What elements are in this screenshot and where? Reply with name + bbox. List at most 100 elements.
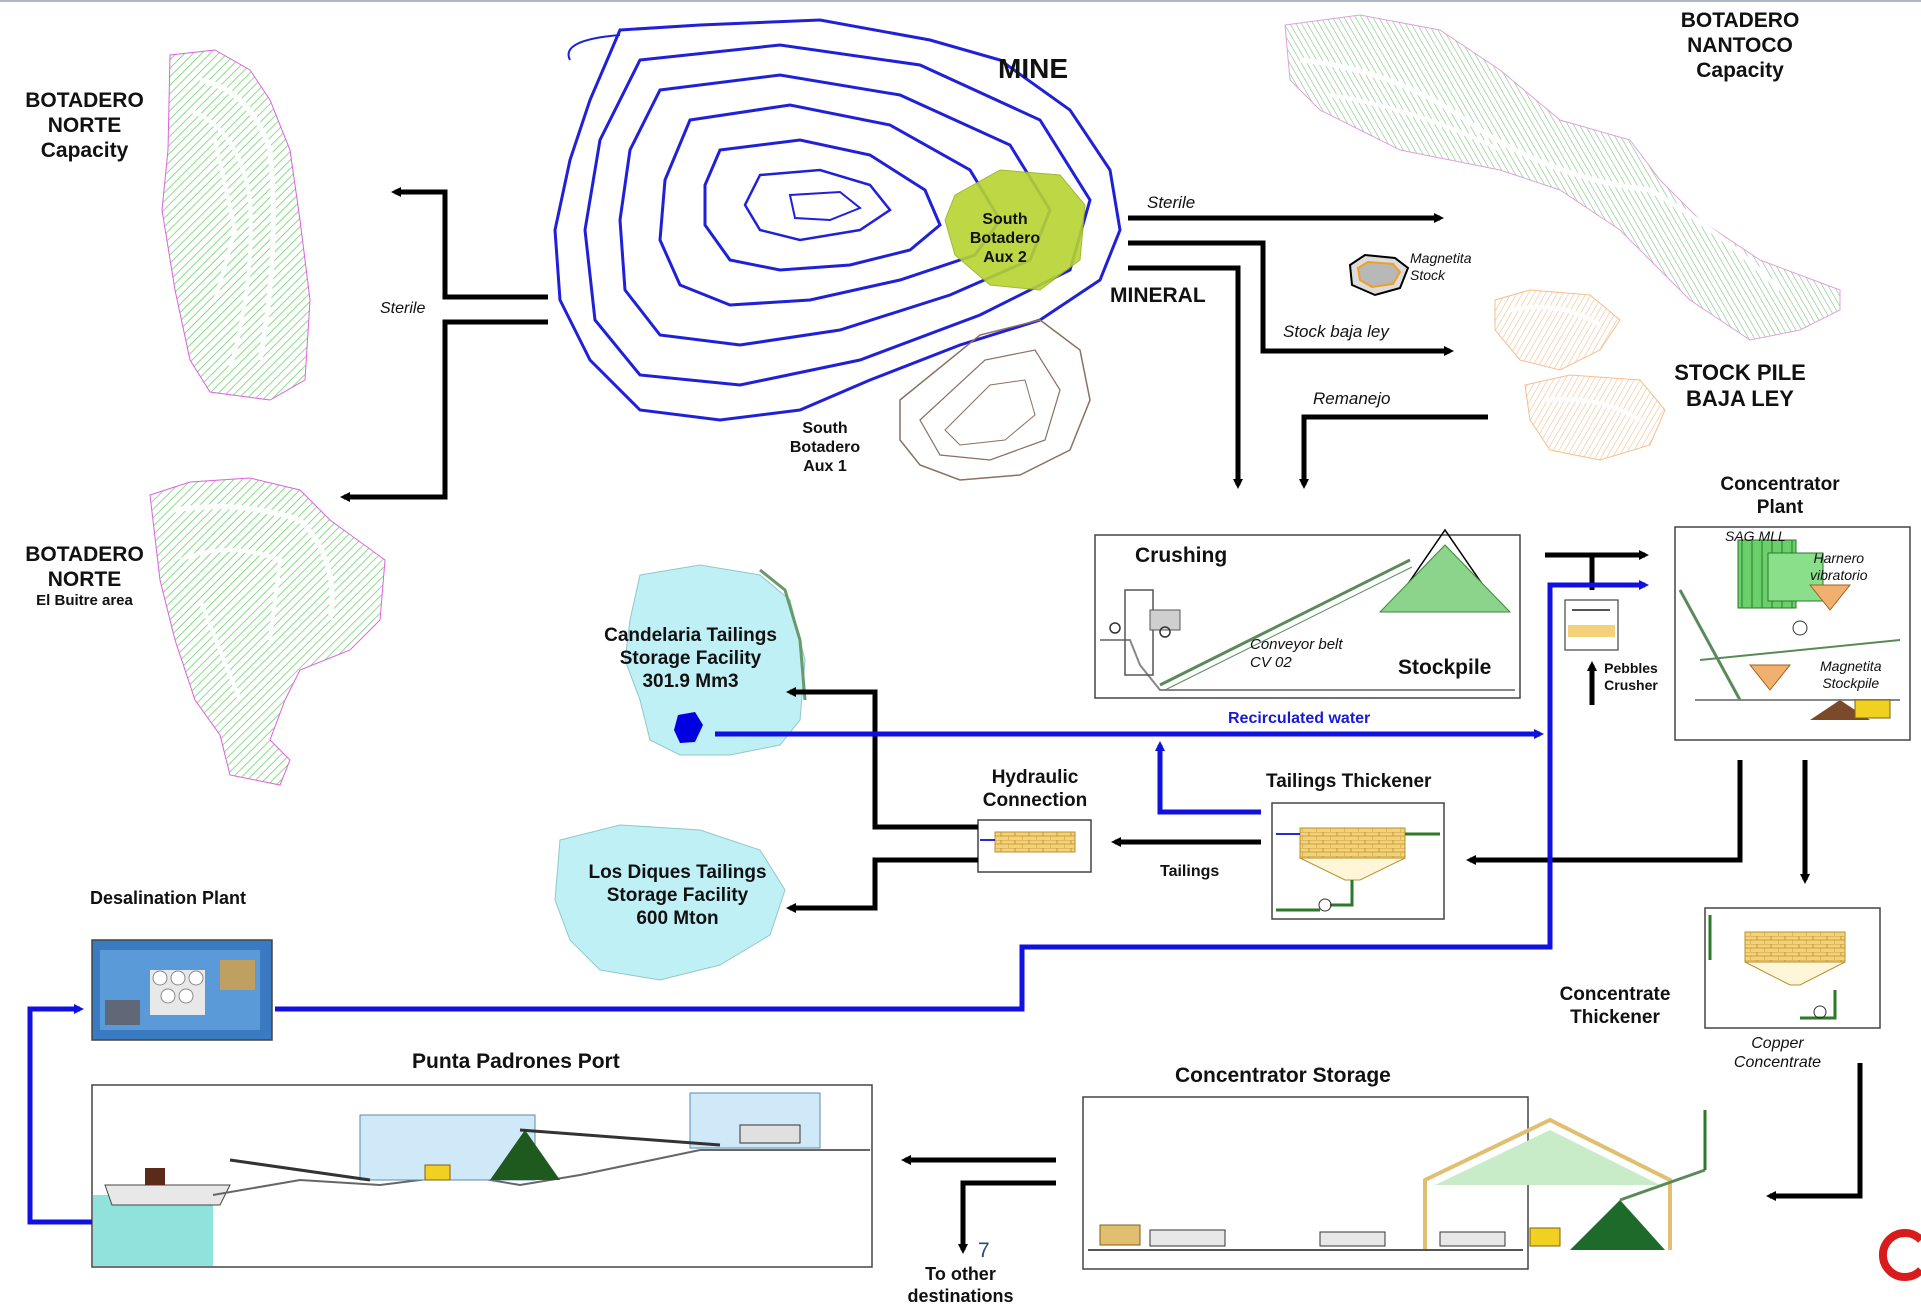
recirculated-water-label: Recirculated water: [1228, 710, 1371, 727]
los-diques-line2: Storage Facility: [606, 884, 749, 906]
sterile-right-label: Sterile: [1147, 193, 1196, 212]
nantoco-line1: BOTADERO: [1680, 9, 1800, 32]
copper-concentrate-line2: Concentrate: [1733, 1054, 1822, 1072]
los-diques-tailings-pond: [554, 824, 786, 981]
magnetita-stock-label: Magnetita Stock: [1410, 250, 1471, 284]
buitre-line3: El Buitre area: [36, 592, 133, 610]
stock-pile-line2: BAJA LEY: [1686, 386, 1794, 412]
buitre-line1: BOTADERO: [25, 543, 144, 566]
tailings-thickener-illustration: [1271, 802, 1445, 920]
magnetita-stock-line1: Magnetita: [1410, 250, 1472, 266]
candelaria-line1: Candelaria Tailings: [604, 625, 777, 646]
magnetita-stock-line2: Stock: [1410, 266, 1446, 283]
los-diques-label: Los Diques Tailings Storage Facility 600…: [570, 862, 785, 930]
flow-arrows: [340, 187, 1863, 1254]
stock-pile-baja-ley-label: STOCK PILE BAJA LEY: [1650, 360, 1830, 413]
pebbles-crusher-line1: Pebbles: [1604, 660, 1658, 676]
concentrator-plant-label: Concentrator Plant: [1695, 474, 1865, 520]
to-other-line1: To other: [925, 1264, 996, 1284]
aux1-line3: Aux 1: [803, 458, 847, 476]
hydraulic-line2: Connection: [982, 789, 1088, 811]
punta-padrones-label: Punta Padrones Port: [412, 1050, 620, 1073]
botadero-nantoco-label: BOTADERO NANTOCO Capacity: [1660, 8, 1820, 84]
concentrate-thickener-illustration: [1704, 907, 1881, 1029]
concentrator-plant-illustration: [1674, 526, 1911, 741]
crushing-illustration: [1094, 528, 1521, 699]
aux1-line1: South: [802, 420, 848, 437]
stock-baja-ley-label: Stock baja ley: [1283, 322, 1389, 341]
botadero-norte-cap-line2: NORTE: [47, 114, 122, 138]
concentrator-plant-line2: Plant: [1756, 496, 1804, 518]
water-lines: [27, 580, 1649, 1225]
nantoco-line3: Capacity: [1696, 59, 1784, 83]
stock-pile-line1: STOCK PILE: [1674, 360, 1806, 385]
concentrate-thickener-label: Concentrate Thickener: [1550, 984, 1680, 1030]
sag-mill-label: SAG MLL: [1725, 528, 1786, 544]
copper-concentrate-line1: Copper: [1751, 1035, 1804, 1052]
hydraulic-line1: Hydraulic: [991, 767, 1079, 788]
botadero-norte-cap-line1: BOTADERO: [25, 89, 144, 112]
desalination-plant-label: Desalination Plant: [90, 888, 247, 908]
buitre-line2: NORTE: [47, 568, 122, 592]
conveyor-line2: CV 02: [1250, 654, 1292, 671]
magnetita-stockpile-line1: Magnetita: [1820, 658, 1882, 674]
pebbles-crusher-line2: Crusher: [1604, 676, 1658, 693]
mineral-label: MINERAL: [1110, 284, 1206, 307]
tailings-label: Tailings: [1160, 863, 1220, 880]
aux2-line2: Botadero: [969, 230, 1041, 248]
mine-pit: [553, 18, 1122, 422]
concentrator-plant-line1: Concentrator: [1720, 474, 1840, 495]
conveyor-line1: Conveyor belt: [1250, 636, 1343, 653]
desalination-plant-illustration: [91, 939, 273, 1041]
harnero-label: Harnero vibratorio: [1810, 550, 1868, 584]
candelaria-line3: 301.9 Mm3: [642, 670, 739, 692]
concentrator-storage-illustration: [1082, 1096, 1707, 1270]
punta-padrones-port-illustration: [91, 1084, 873, 1268]
botadero-norte-buitre-label: BOTADERO NORTE El Buitre area: [12, 542, 157, 610]
harnero-line2: vibratorio: [1810, 566, 1868, 583]
pebbles-crusher-illustration: [1564, 599, 1619, 651]
botadero-norte-dump: [161, 49, 311, 401]
stockpile-label: Stockpile: [1398, 656, 1492, 679]
pebbles-crusher-label: Pebbles Crusher: [1596, 660, 1666, 694]
candelaria-tailings-pond: [624, 564, 807, 756]
conveyor-label: Conveyor belt CV 02: [1250, 636, 1343, 672]
aux2-line1: South: [982, 211, 1028, 228]
stock-pile-baja-ley-area: [1494, 289, 1666, 461]
concentrate-thickener-line1: Concentrate: [1559, 984, 1671, 1005]
tailings-thickener-label: Tailings Thickener: [1266, 771, 1432, 792]
nantoco-line2: NANTOCO: [1687, 34, 1793, 58]
aux2-line3: Aux 2: [983, 249, 1027, 267]
harnero-line1: Harnero: [1813, 550, 1865, 566]
los-diques-line1: Los Diques Tailings: [588, 862, 767, 883]
page-number: 7: [978, 1239, 990, 1262]
sterile-left-label: Sterile: [380, 300, 426, 317]
copper-concentrate-label: Copper Concentrate: [1720, 1034, 1835, 1072]
magnetita-stockpile-line2: Stockpile: [1822, 674, 1880, 691]
hydraulic-connection-illustration: [977, 819, 1092, 873]
crushing-label: Crushing: [1135, 544, 1228, 567]
botadero-nantoco-dump: [1284, 14, 1841, 341]
concentrator-storage-label: Concentrator Storage: [1175, 1064, 1391, 1087]
mine-title: MINE: [998, 53, 1068, 84]
botadero-norte-cap-line3: Capacity: [40, 139, 129, 163]
botadero-norte-capacity-label: BOTADERO NORTE Capacity: [12, 88, 157, 164]
magnetita-stock-icon: [1348, 253, 1410, 297]
magnetita-stockpile-label: Magnetita Stockpile: [1820, 658, 1881, 692]
to-other-line2: destinations: [907, 1285, 1014, 1306]
candelaria-label: Candelaria Tailings Storage Facility 301…: [583, 625, 798, 693]
concentrate-thickener-line2: Thickener: [1570, 1006, 1660, 1028]
remanejo-label: Remanejo: [1313, 389, 1391, 408]
botadero-norte-buitre-dump: [149, 477, 386, 786]
hydraulic-connection-label: Hydraulic Connection: [975, 767, 1095, 813]
south-botadero-aux1: [899, 319, 1091, 481]
corner-logo-icon: [1878, 1229, 1921, 1281]
south-botadero-aux2-label: South Botadero Aux 2: [960, 210, 1050, 268]
south-botadero-aux1-label: South Botadero Aux 1: [780, 419, 870, 477]
aux1-line2: Botadero: [789, 439, 861, 457]
to-other-destinations-label: To other destinations: [893, 1264, 1028, 1307]
candelaria-line2: Storage Facility: [619, 647, 762, 669]
los-diques-line3: 600 Mton: [636, 907, 719, 929]
